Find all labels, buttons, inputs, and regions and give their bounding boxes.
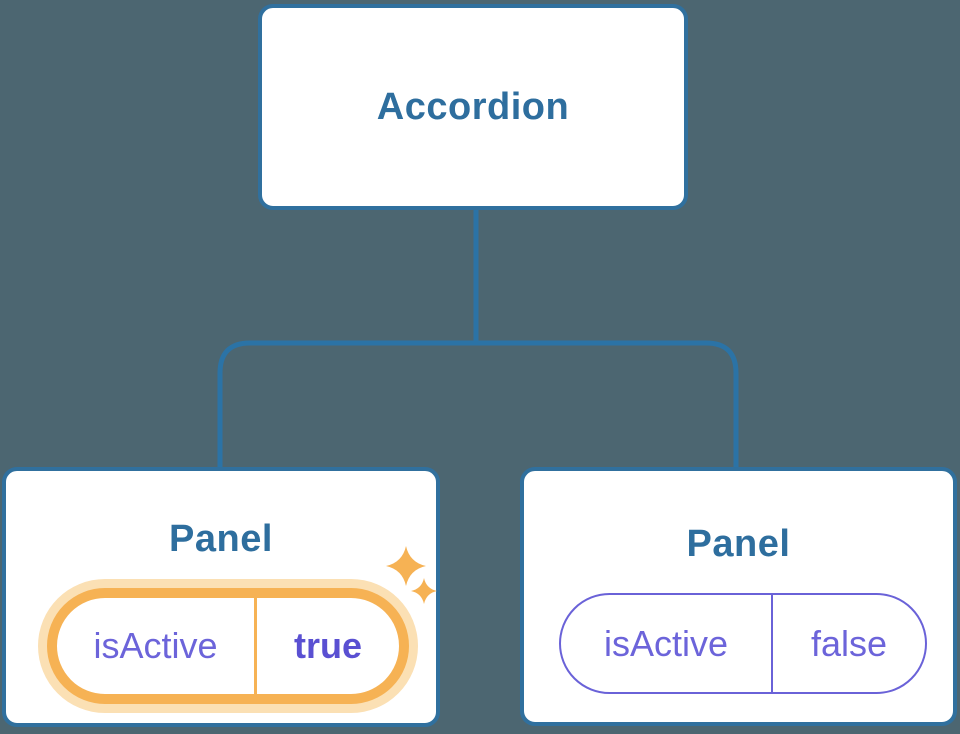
panel-node-inactive: Panel isActive false	[520, 467, 957, 726]
panel-node-active: Panel isActive true	[2, 467, 440, 727]
prop-value: true	[293, 625, 362, 666]
prop-name: isActive	[561, 595, 773, 692]
prop-pill-inactive: isActive false	[559, 593, 927, 694]
panel-node-label: Panel	[686, 523, 791, 565]
prop-name: isActive	[57, 598, 257, 694]
accordion-node-label: Accordion	[376, 85, 570, 128]
prop-value: false	[810, 622, 888, 664]
accordion-node: Accordion	[258, 4, 688, 210]
panel-node-label: Panel	[169, 518, 273, 560]
sparkles-icon	[386, 546, 437, 604]
prop-pill-active: isActive true	[47, 588, 409, 704]
